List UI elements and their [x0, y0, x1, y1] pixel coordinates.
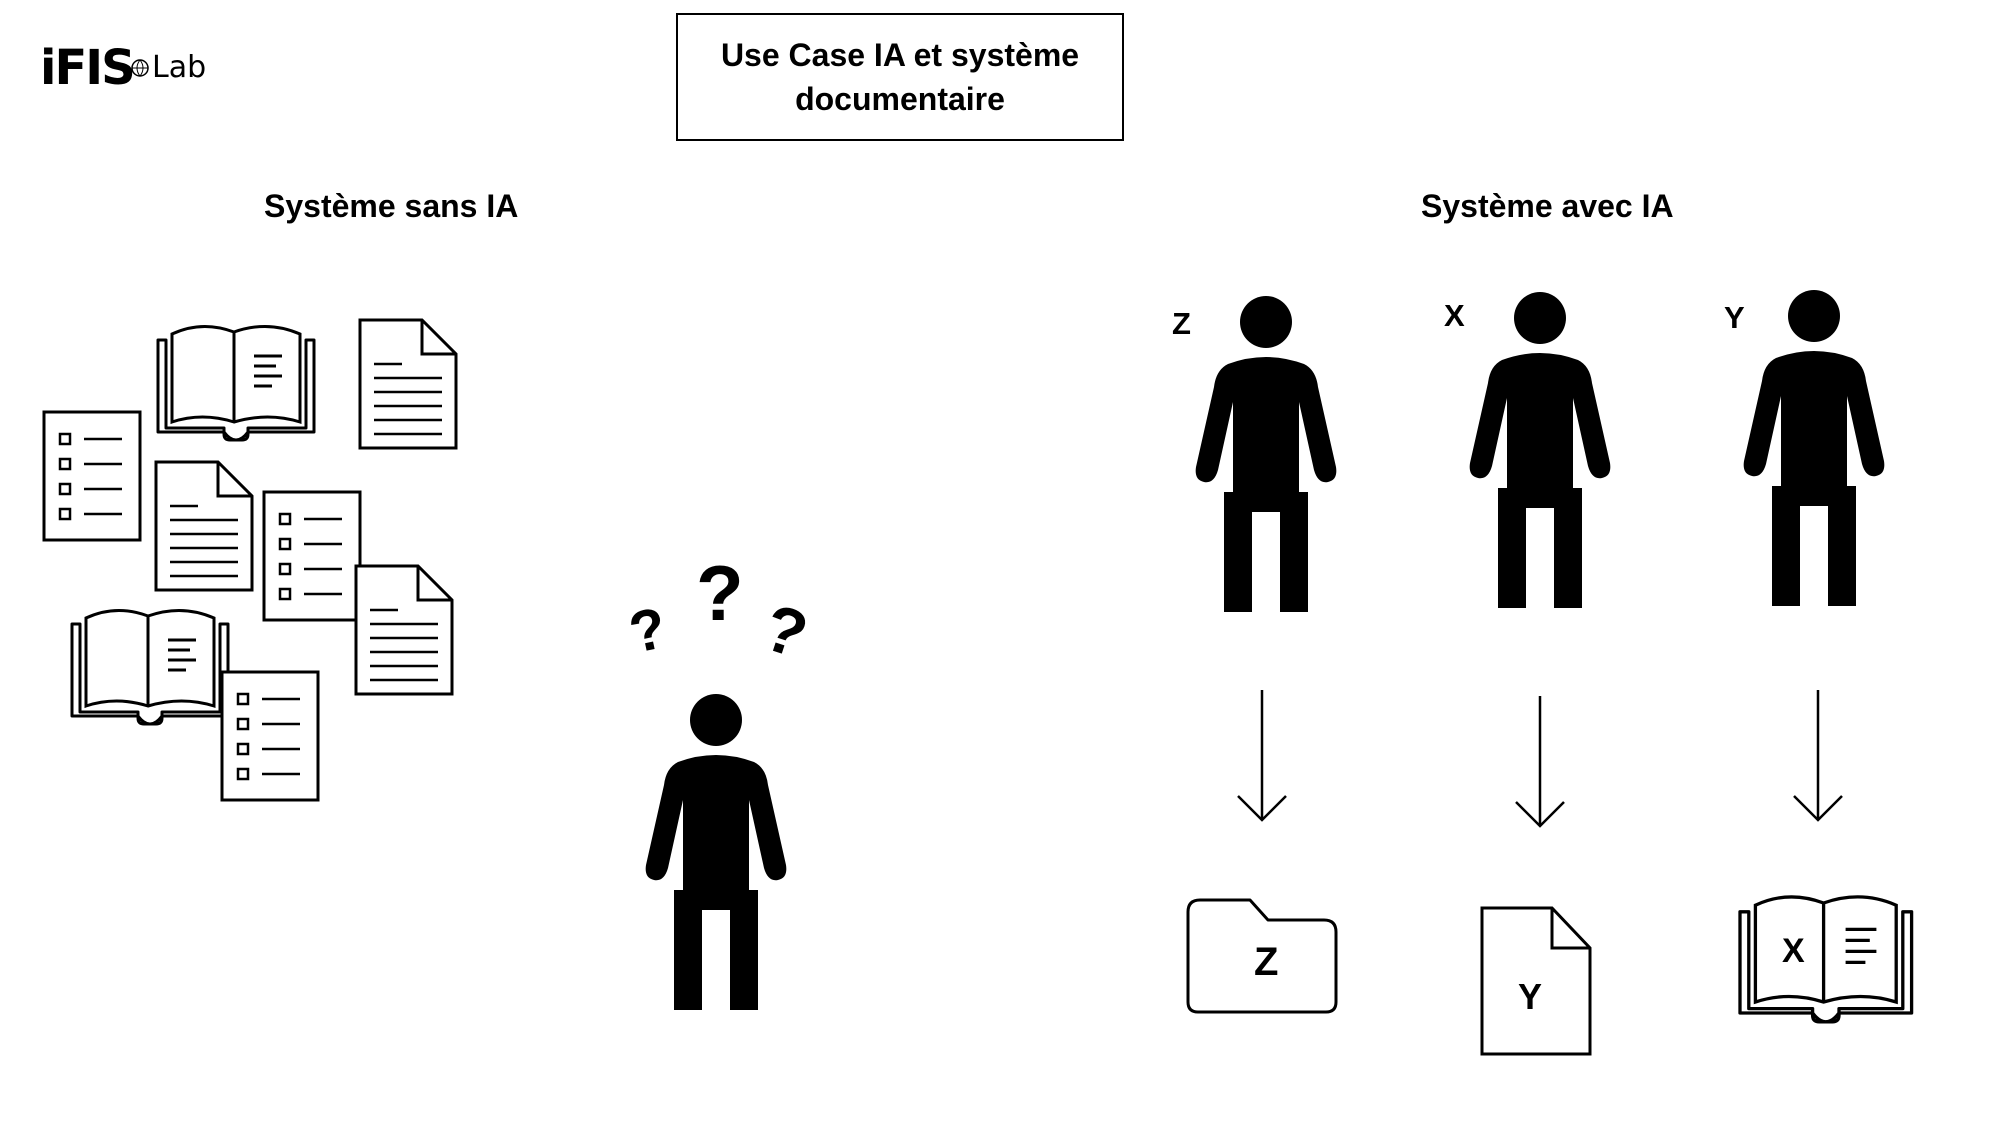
svg-text:?: ?	[696, 549, 744, 637]
page-title: Use Case IA et système documentaire	[676, 13, 1124, 141]
file-icon	[1480, 906, 1592, 1056]
svg-text:?: ?	[624, 595, 672, 666]
checklist-icon	[220, 670, 320, 802]
book-icon	[1738, 895, 1914, 1024]
folder-label: Z	[1254, 940, 1279, 984]
ifis-lab-logo: iFIS Lab	[40, 28, 210, 108]
person-label-z: Z	[1172, 306, 1191, 341]
person-z-icon	[1195, 296, 1337, 612]
arrow-down-icon	[1515, 696, 1565, 828]
document-icon	[154, 460, 254, 592]
checklist-icon	[262, 490, 362, 622]
section-title-without-ai: Système sans IA	[264, 188, 519, 224]
book-label: X	[1782, 932, 1805, 970]
document-icon	[358, 318, 458, 450]
arrow-down-icon	[1237, 690, 1287, 822]
logo-brand: iFIS	[40, 40, 136, 96]
confused-person-icon	[645, 694, 787, 1010]
book-icon	[156, 324, 316, 442]
checklist-icon	[42, 410, 142, 542]
person-y-icon	[1743, 290, 1885, 606]
folder-icon	[1186, 898, 1338, 1014]
person-label-x: X	[1444, 298, 1465, 333]
file-label: Y	[1518, 976, 1543, 1017]
section-title-with-ai: Système avec IA	[1421, 188, 1674, 224]
logo-suffix: Lab	[152, 50, 207, 85]
arrow-down-icon	[1793, 690, 1843, 822]
globe-icon	[131, 59, 149, 77]
question-marks-icon: ? ? ?	[624, 549, 817, 672]
page-title-text: Use Case IA et système documentaire	[720, 37, 1080, 117]
person-label-y: Y	[1724, 300, 1745, 335]
svg-text:?: ?	[755, 589, 816, 672]
documents-pile	[42, 318, 458, 802]
arrows	[1237, 690, 1843, 828]
book-icon	[70, 608, 230, 726]
person-x-icon	[1469, 292, 1611, 608]
document-icon	[354, 564, 454, 696]
